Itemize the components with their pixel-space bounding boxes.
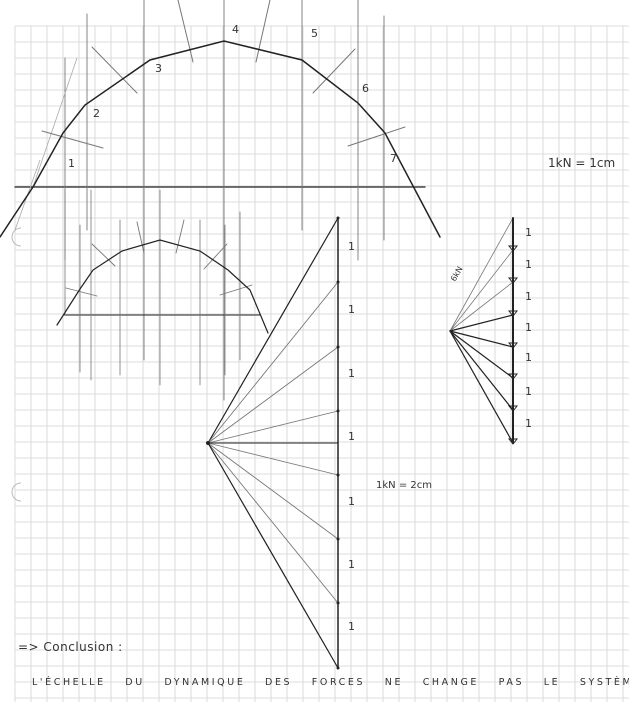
polar-ray [449,330,514,444]
node-label: 5 [311,27,318,40]
node-label: 6 [362,82,369,95]
pole-point [206,441,210,445]
polar-ray [207,442,339,669]
load-value-label: 1 [348,430,355,443]
load-value-label: 1 [348,495,355,508]
load-value-label: 1 [525,321,532,334]
conclusion-heading-text: => Conclusion : [18,640,123,654]
large-funicular-polygon: 1 2 3 4 5 6 7 [0,0,441,401]
scale-label-large: 1kN = 2cm [376,480,432,491]
load-value-label: 1 [348,303,355,316]
node-label: 7 [390,152,397,165]
scale-label-small: 1kN = 1cm [548,156,615,170]
polar-ray [449,249,514,332]
conclusion-heading: => Conclusion : [18,640,123,654]
conclusion-body: L'ÉCHELLE DU DYNAMIQUE DES FORCES NE CHA… [32,677,629,688]
polar-ray [449,217,514,332]
load-value-label: 1 [525,417,532,430]
large-force-polygon: 1 1 1 1 1 1 1 [206,216,355,670]
node-label: 3 [155,62,162,75]
ray-parallel-tick [312,48,356,94]
load-value-label: 1 [348,558,355,571]
polar-ray [449,330,514,379]
node-label: 2 [93,107,100,120]
polar-ray [207,410,339,444]
node-label: 4 [232,23,239,36]
node-label: 1 [68,157,75,170]
scale-text-small: 1kN = 1cm [548,156,616,170]
load-value-label: 1 [525,351,532,364]
small-funicular-polygon [56,189,269,386]
ray-parallel-tick [65,287,98,297]
ray-force-label: 6kN [449,265,465,283]
ray-parallel-tick [203,243,228,270]
ray-parallel-tick [347,126,406,147]
conclusion-body-text: L'ÉCHELLE DU DYNAMIQUE DES FORCES NE CHA… [32,677,629,688]
load-value-label: 1 [348,620,355,633]
polar-ray [207,217,339,444]
polar-ray [207,442,339,540]
punch-holes [11,227,22,502]
polar-ray [449,330,514,411]
polar-ray [207,281,339,444]
ray-parallel-tick [41,130,104,149]
load-value-label: 1 [525,226,532,239]
grid-paper [14,25,629,702]
polar-ray [207,346,339,444]
ray-parallel-tick [91,243,116,267]
polar-ray [449,330,514,348]
ray-parallel-tick [175,219,185,254]
punch-hole [11,227,22,247]
polar-ray [207,442,339,476]
ray-parallel-tick [91,46,138,94]
load-value-label: 1 [348,367,355,380]
load-value-label: 1 [525,385,532,398]
scale-text-large: 1kN = 2cm [376,480,432,491]
load-value-label: 1 [348,240,355,253]
polar-ray [449,281,514,332]
polar-ray [449,314,514,332]
ray-parallel-tick [177,0,194,63]
load-value-label: 1 [525,258,532,271]
funicular-curve [56,239,269,334]
construction-line [32,57,78,188]
ray-parallel-tick [136,221,145,254]
polar-ray [207,442,339,604]
funicular-curve [0,40,441,238]
ray-parallel-tick [255,0,271,63]
load-value-label: 1 [525,290,532,303]
punch-hole [11,482,22,502]
